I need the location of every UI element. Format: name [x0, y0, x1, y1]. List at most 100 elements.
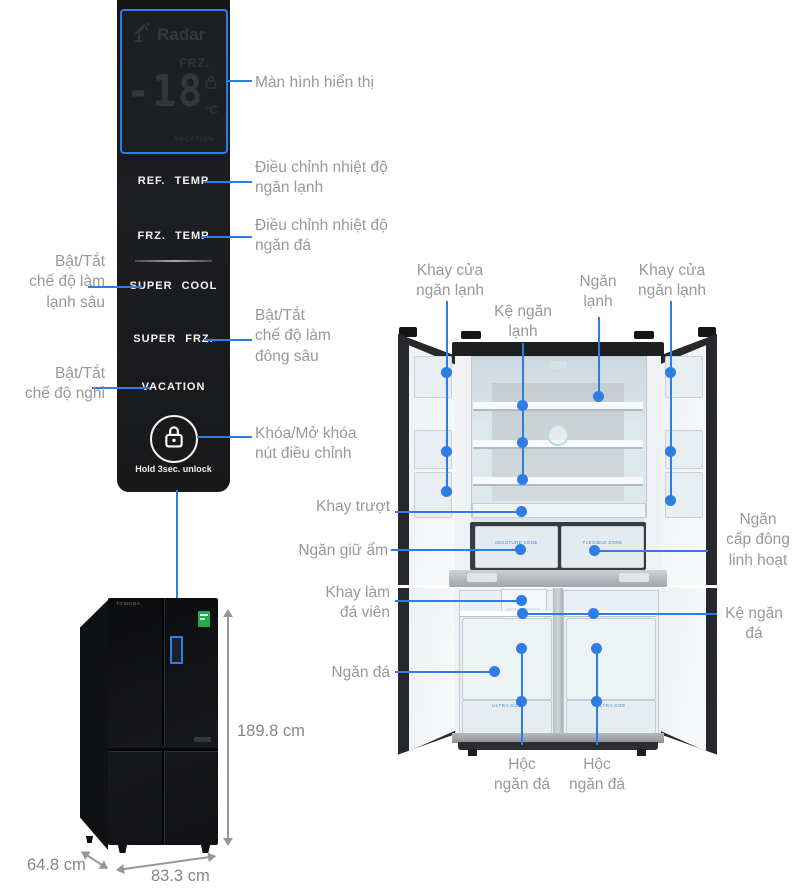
sliding-tray — [472, 503, 646, 518]
callout-dot — [665, 495, 676, 506]
temperature-display: Radar FRZ. -18 °C VACATION — [120, 9, 228, 154]
callout-freezer-bin-right: Hộc ngăn đá — [568, 756, 626, 794]
callout-frz-temp: Điều chỉnh nhiệt độ ngăn đá — [255, 217, 388, 255]
door-split-lower — [162, 751, 164, 843]
fridge-door-upper-left — [398, 333, 455, 585]
lock-icon — [164, 425, 184, 453]
center-mullion — [553, 588, 563, 736]
flexible-zone-drawer: FLEXIBLE ZONE — [561, 526, 644, 568]
depth-dimension: 64.8 cm — [27, 856, 86, 874]
callout-dot — [441, 446, 452, 457]
door-inner-face — [409, 588, 455, 752]
moisture-zone-label: MOISTURE ZONE — [495, 540, 538, 545]
callout-ice-cube-tray: Khay làm đá viên — [325, 584, 390, 622]
small-fridge-front: TOSHIBA — [108, 598, 218, 845]
inverter-badge — [194, 737, 211, 742]
deodorizer-badge — [547, 424, 569, 446]
callout-line — [595, 550, 708, 552]
radar-label: Radar — [157, 24, 206, 44]
hinge-cap — [399, 327, 417, 337]
hinge-cap — [698, 327, 716, 337]
callout-line — [92, 387, 150, 389]
callout-line — [197, 436, 252, 438]
callout-line — [88, 286, 142, 288]
callout-line — [395, 511, 522, 513]
fridge-foot — [637, 749, 646, 756]
callout-dot — [665, 446, 676, 457]
display-temperature: -18 — [126, 67, 205, 117]
vacation-button: VACATION — [141, 381, 206, 393]
callout-dot — [441, 367, 452, 378]
hinge-cap — [634, 331, 654, 339]
callout-dot — [517, 474, 528, 485]
callout-dot — [516, 643, 527, 654]
callout-super-cool: Bật/Tắt chế độ làm lạnh sâu — [29, 253, 105, 311]
callout-vacation: Bật/Tắt chế độ nghỉ — [24, 365, 105, 403]
lock-button — [149, 415, 198, 463]
callout-dot — [516, 696, 527, 707]
callout-line — [598, 317, 600, 397]
radar-row: Radar — [132, 21, 205, 48]
display-vacation-label: VACATION — [174, 136, 214, 143]
freezer-shelf — [460, 611, 552, 617]
callout-line — [395, 671, 495, 673]
callout-display: Màn hình hiển thị — [255, 74, 374, 91]
callout-line — [391, 549, 521, 551]
callout-dot — [589, 545, 600, 556]
callout-dot — [588, 608, 599, 619]
door-split-horizontal — [108, 748, 218, 751]
callout-dot — [516, 595, 527, 606]
super-cool-button: SUPER COOL — [129, 280, 218, 292]
ref-temp-button: REF. TEMP — [137, 175, 210, 187]
center-hinge-bar — [449, 570, 667, 587]
callout-fridge-compartment: Ngăn lạnh — [579, 273, 617, 311]
freezer-door-lower-left — [398, 588, 455, 755]
callout-line — [228, 80, 252, 82]
width-dimension: 83.3 cm — [151, 867, 210, 885]
callout-freezer-shelf: Kệ ngăn đá — [725, 605, 783, 643]
callout-dot — [591, 696, 602, 707]
air-vent — [549, 361, 567, 369]
frz-temp-button: FRZ. TEMP — [137, 230, 210, 242]
ultra-zone-label: ULTRA SIZE — [492, 703, 522, 708]
freezer-drawer-front-right: ULTRA SIZE — [566, 700, 656, 734]
panel-location-highlight — [170, 636, 183, 664]
callout-dot — [593, 391, 604, 402]
display-frz-label: FRZ. — [179, 56, 210, 70]
lock-hint: Hold 3sec. unlock — [135, 464, 212, 474]
callout-dot — [489, 666, 500, 677]
callout-sliding-tray: Khay trượt — [316, 498, 390, 515]
hinge-plate — [467, 573, 497, 582]
callout-freezer: Ngăn đá — [331, 664, 390, 681]
callout-line — [201, 236, 252, 238]
brand-logo: TOSHIBA — [116, 601, 141, 606]
fridge-foot — [86, 836, 93, 843]
ultra-zone-label: ULTRA SIZE — [596, 703, 626, 708]
callout-line — [446, 301, 448, 492]
door-bin — [414, 356, 452, 398]
door-split-upper — [162, 598, 164, 746]
panel-divider — [135, 260, 212, 262]
fridge-foot — [468, 749, 477, 756]
callout-line — [522, 343, 524, 480]
radar-icon — [132, 21, 152, 48]
callout-line — [204, 181, 252, 183]
fridge-foot — [201, 845, 210, 853]
small-fridge-side — [80, 600, 108, 850]
display-side-column: °C — [205, 75, 218, 117]
callout-door-tray-left: Khay cửa ngăn lạnh — [415, 262, 485, 300]
lock-small-icon — [205, 75, 217, 94]
hinge-plate — [619, 573, 649, 582]
moisture-zone-drawer: MOISTURE ZONE — [475, 526, 558, 568]
fridge-shelf — [473, 402, 643, 411]
callout-fridge-shelf: Kệ ngăn lạnh — [494, 303, 552, 341]
callout-line — [204, 339, 252, 341]
fridge-foot — [118, 845, 127, 853]
callout-dot — [517, 608, 528, 619]
callout-lock: Khóa/Mở khóa nút điều chỉnh — [255, 425, 357, 463]
cabinet-top — [452, 342, 664, 356]
callout-dot — [665, 367, 676, 378]
flexible-zone-label: FLEXIBLE ZONE — [582, 540, 623, 545]
super-frz-button: SUPER FRZ. — [133, 333, 214, 345]
